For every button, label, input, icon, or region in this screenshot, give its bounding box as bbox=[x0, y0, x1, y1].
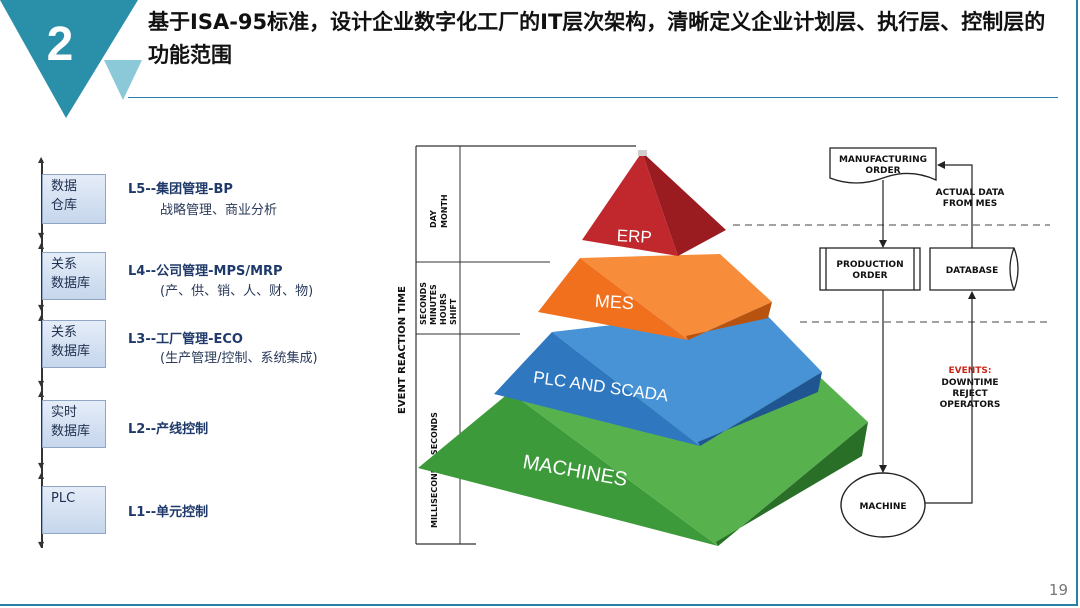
hierarchy-tick-icon: ▲ bbox=[38, 389, 45, 398]
header-badge: 2 bbox=[0, 0, 142, 118]
time-scale-seconds-shift: SECONDSMINUTESHOURSSHIFT bbox=[419, 282, 458, 325]
manufacturing-order-shape bbox=[829, 147, 937, 184]
hierarchy-tick-icon: ▼ bbox=[38, 303, 45, 312]
slide-title: 基于ISA-95标准，设计企业数字化工厂的IT层次架构，清晰定义企业计划层、执行… bbox=[148, 10, 1046, 67]
hierarchy-tick-icon: ▼ bbox=[38, 461, 45, 470]
badge-triangle bbox=[0, 0, 138, 118]
database-label: DATABASE bbox=[946, 266, 999, 276]
flow-arrow-database-to-mfg bbox=[937, 161, 973, 248]
pyramid-layer-plc-scada bbox=[494, 308, 822, 446]
db-box-line: 数据库 bbox=[51, 424, 91, 439]
machine-node bbox=[840, 472, 926, 538]
hierarchy-tick-icon: ▼ bbox=[38, 231, 45, 240]
level-sub-l4: (产、供、销、人、财、物) bbox=[160, 284, 314, 299]
layer-label-mes: MES bbox=[594, 291, 634, 314]
badge-accent-triangle bbox=[104, 60, 142, 100]
production-order-box bbox=[819, 247, 921, 291]
event-reaction-time-label: EVENT REACTION TIME bbox=[397, 286, 408, 414]
level-title-l4: L4--公司管理-MPS/MRP bbox=[128, 264, 283, 279]
pyramid-layer-mes bbox=[538, 254, 772, 340]
machine-label: MACHINE bbox=[859, 502, 906, 512]
level-title-l1: L1--单元控制 bbox=[128, 505, 209, 520]
level-sub-l3: (生产管理/控制、系统集成) bbox=[160, 351, 318, 366]
title-underline bbox=[128, 97, 1058, 98]
pyramid-layer-erp bbox=[582, 150, 726, 256]
db-box-data-warehouse: 数据 仓库 bbox=[42, 174, 106, 224]
db-box-line: 关系 bbox=[51, 325, 78, 340]
level-title-l5: L5--集团管理-BP bbox=[128, 182, 233, 197]
level-sub-l5: 战略管理、商业分析 bbox=[160, 203, 278, 218]
db-box-line: 数据库 bbox=[51, 276, 91, 291]
db-box-line: 关系 bbox=[51, 257, 78, 272]
db-box-line: 数据 bbox=[51, 179, 78, 194]
level-title-l2: L2--产线控制 bbox=[128, 422, 209, 437]
db-box-line: 数据库 bbox=[51, 344, 91, 359]
db-box-line: PLC bbox=[51, 491, 76, 506]
events-title: EVENTS: bbox=[948, 366, 991, 376]
flow-arrow-machine-to-database bbox=[925, 291, 976, 504]
db-box-line: 实时 bbox=[51, 405, 78, 420]
hierarchy-tick-icon: ▼ bbox=[38, 379, 45, 388]
db-box-line: 仓库 bbox=[51, 198, 78, 213]
hierarchy-tick-icon: ▲ bbox=[38, 241, 45, 250]
hierarchy-arrow-up-icon: ▲ bbox=[38, 155, 45, 164]
db-box-plc: PLC bbox=[42, 486, 106, 534]
level-title-l3: L3--工厂管理-ECO bbox=[128, 332, 243, 347]
hierarchy-tick-icon: ▲ bbox=[38, 471, 45, 480]
page-number: 19 bbox=[1048, 581, 1068, 599]
hierarchy-tick-icon: ▲ bbox=[38, 313, 45, 322]
db-box-relational-db-l4: 关系 数据库 bbox=[42, 252, 106, 300]
db-box-relational-db-l3: 关系 数据库 bbox=[42, 320, 106, 368]
badge-number: 2 bbox=[47, 18, 74, 71]
layer-label-erp: ERP bbox=[616, 226, 652, 247]
hierarchy-arrow-down-icon: ▼ bbox=[38, 540, 45, 549]
db-box-realtime-db: 实时 数据库 bbox=[42, 400, 106, 448]
